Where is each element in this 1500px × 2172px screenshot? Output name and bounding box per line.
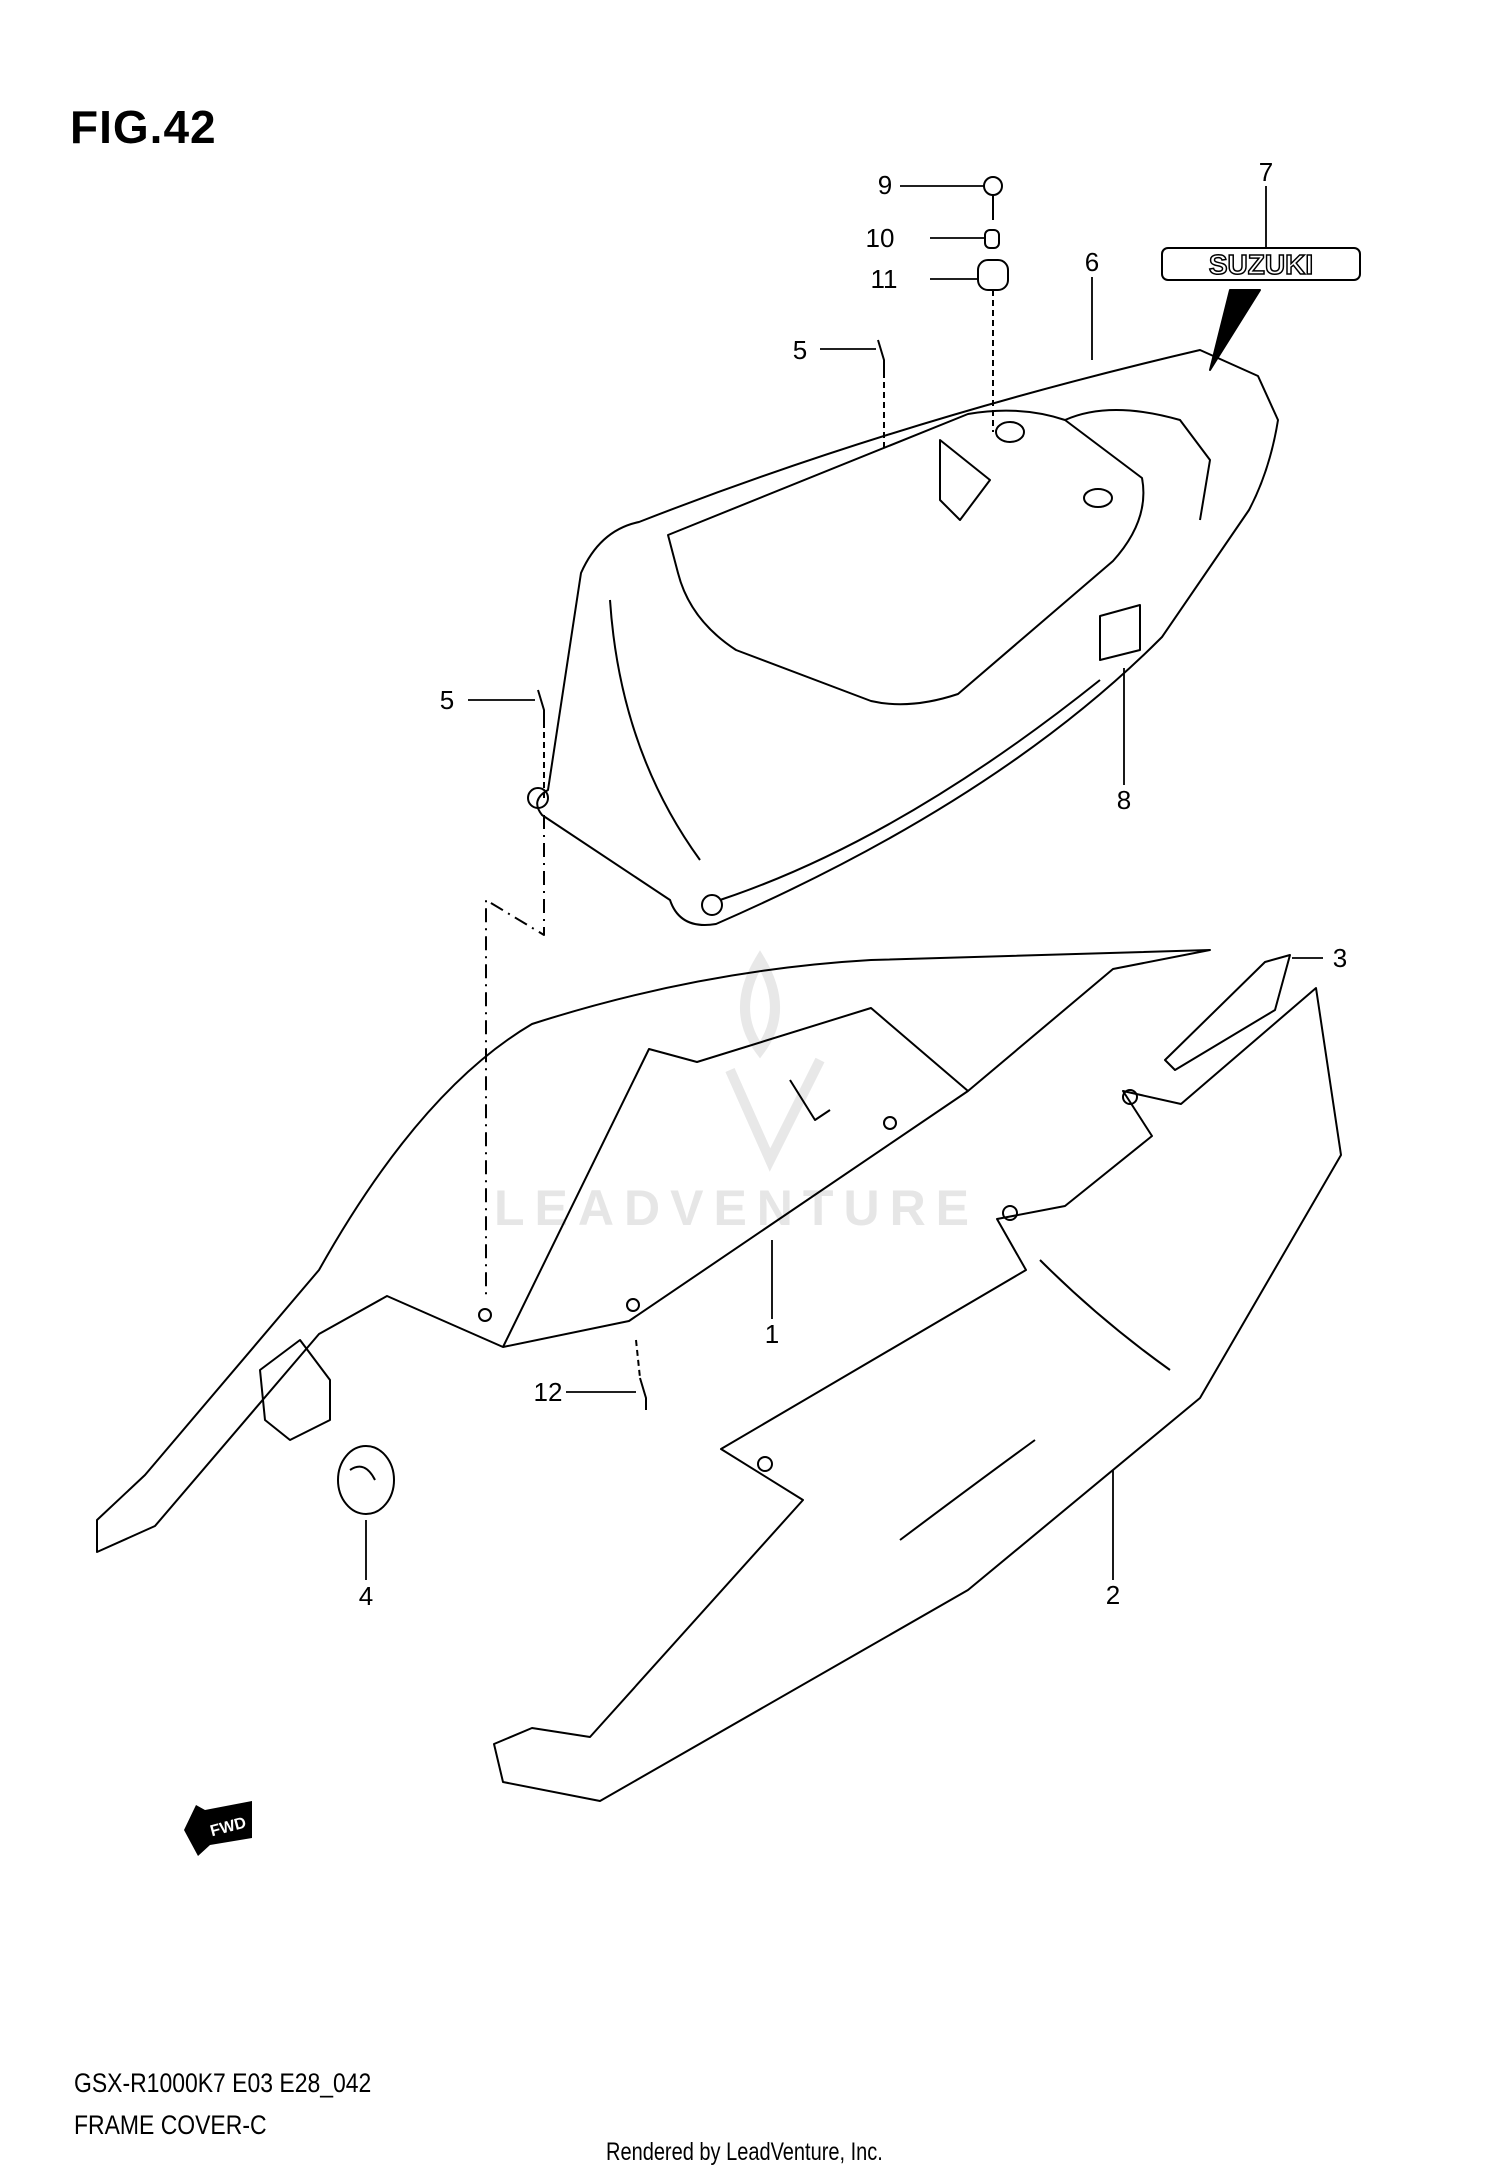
part-12-clip bbox=[639, 1377, 647, 1410]
callout-6: 6 bbox=[1084, 247, 1100, 277]
part-4-cap bbox=[337, 1445, 395, 1515]
part-1-inner-panel bbox=[502, 1007, 969, 1348]
part-5-clip-upper bbox=[877, 339, 885, 372]
part-1-frame-cover bbox=[96, 949, 1211, 1553]
callout-10: 10 bbox=[865, 223, 895, 253]
watermark-flame-logo bbox=[725, 950, 825, 1172]
callout-5-upper: 5 bbox=[792, 335, 808, 365]
part-8-reflector bbox=[1099, 604, 1141, 661]
part-6-seat-tail-cover bbox=[536, 349, 1279, 926]
section-name: FRAME COVER-C bbox=[74, 2110, 267, 2140]
callout-9: 9 bbox=[877, 170, 893, 200]
part-11-grommet bbox=[977, 259, 1009, 291]
callout-3: 3 bbox=[1332, 943, 1348, 973]
callout-11: 11 bbox=[870, 264, 898, 294]
callout-2: 2 bbox=[1105, 1580, 1121, 1610]
rendered-by-credit: Rendered by LeadVenture, Inc. bbox=[606, 2138, 883, 2166]
fwd-arrow-icon: FWD bbox=[184, 1801, 252, 1856]
callout-1: 1 bbox=[764, 1319, 780, 1349]
callout-4: 4 bbox=[358, 1581, 374, 1611]
svg-text:SUZUKI: SUZUKI bbox=[1209, 249, 1313, 280]
part-2-frame-cover bbox=[493, 987, 1342, 1802]
figure-title: FIG.42 bbox=[70, 101, 217, 153]
part-3-1000-emblem bbox=[1164, 954, 1291, 1071]
part-6-inner-opening bbox=[667, 409, 1145, 706]
callout-7: 7 bbox=[1258, 157, 1274, 187]
part-10-collar bbox=[984, 229, 1000, 249]
leader-lines bbox=[365, 185, 1323, 1580]
callout-5-lower: 5 bbox=[439, 685, 455, 715]
callout-12: 12 bbox=[533, 1377, 563, 1407]
grommet-hole bbox=[995, 421, 1025, 443]
callout-8: 8 bbox=[1116, 785, 1132, 815]
part-9-bolt bbox=[983, 176, 1003, 196]
model-code: GSX-R1000K7 E03 E28_042 bbox=[74, 2068, 372, 2098]
watermark: LEADVENTURE bbox=[494, 1180, 979, 1236]
part-7-suzuki-emblem: SUZUKI bbox=[1161, 247, 1361, 281]
part-5-clip-lower bbox=[537, 689, 545, 722]
